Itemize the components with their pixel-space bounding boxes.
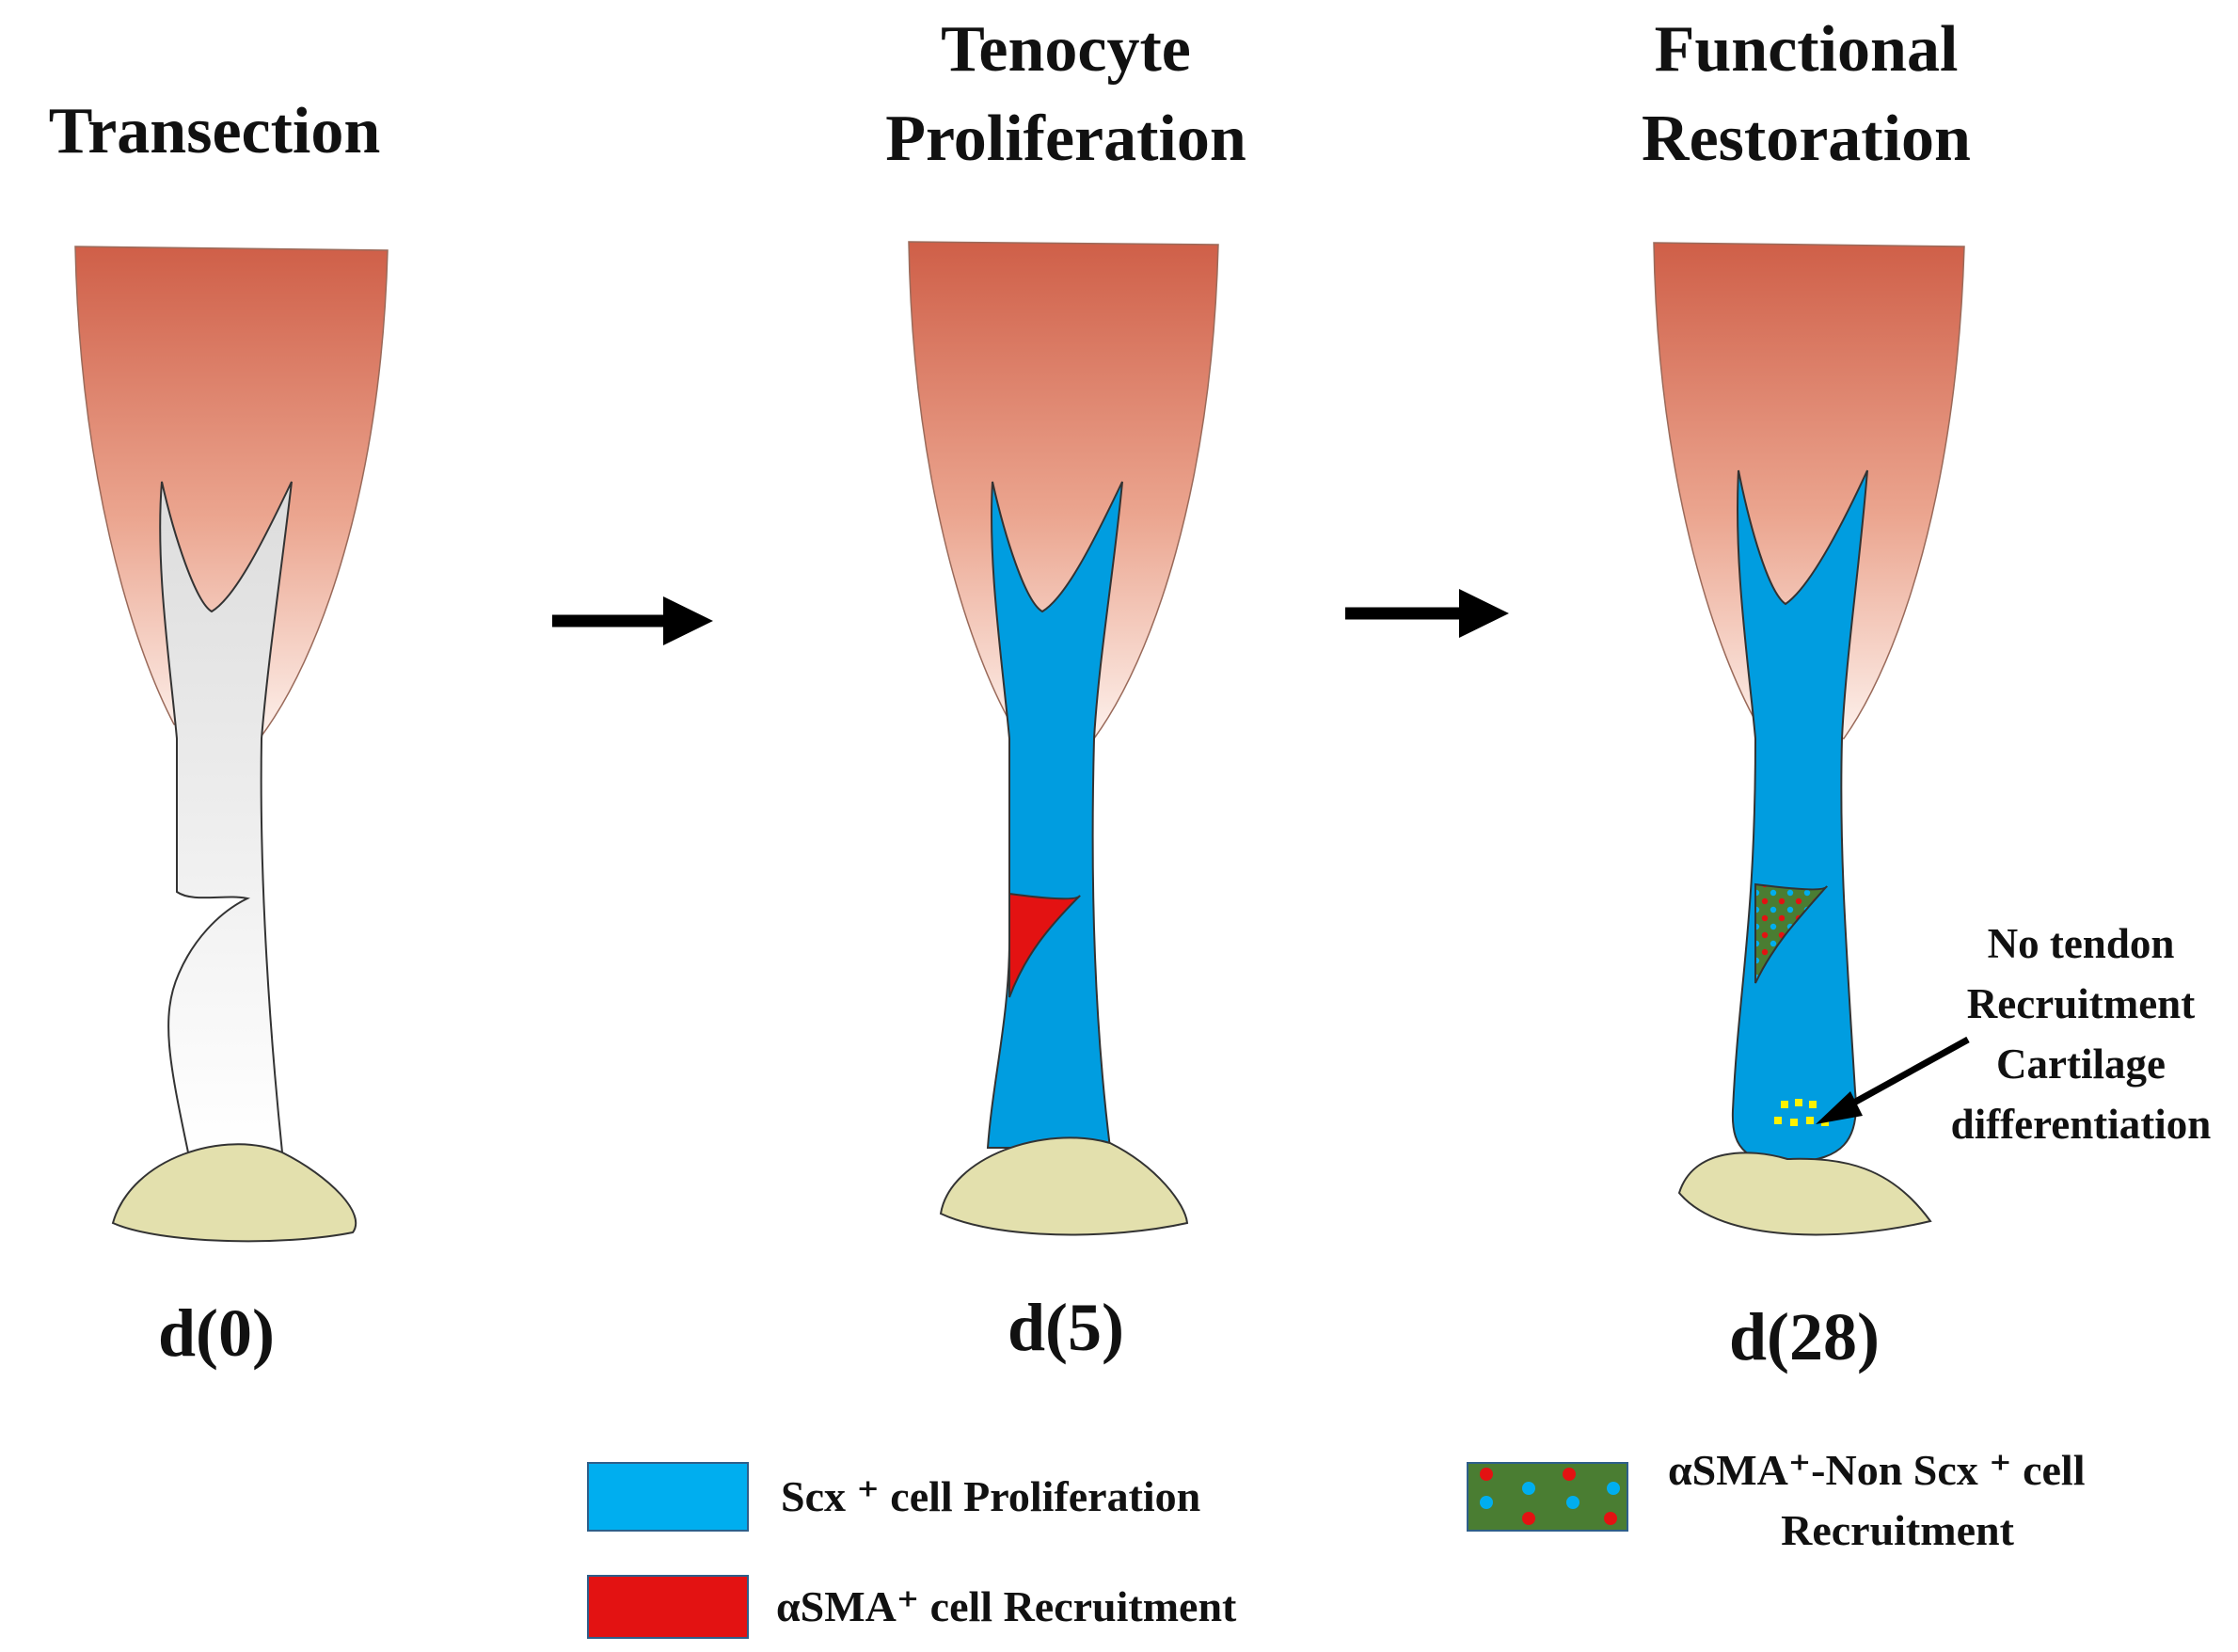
annotation-line-3: Cartilage	[1996, 1040, 2166, 1088]
day-label-28: d(28)	[1729, 1299, 1880, 1374]
stage-title-line-1: Tenocyte	[941, 13, 1191, 86]
stage-title-line-2: Restoration	[1642, 103, 1971, 175]
stage-functional-restoration: Functional Restoration No tendon Recruit…	[1642, 13, 2211, 1374]
legend-item-asma-recruitment: αSMA⁺ cell Recruitment	[587, 1575, 1237, 1639]
stage-transection: Transection d(0)	[49, 95, 389, 1371]
muscle-belly	[1653, 242, 1965, 739]
legend-label-mixed-1: αSMA⁺-Non Scx ⁺ cell	[1668, 1446, 2085, 1494]
progression-arrow	[552, 596, 713, 645]
annotation-line-2: Recruitment	[1967, 980, 2195, 1027]
legend-label-scx: Scx ⁺ cell Proliferation	[781, 1472, 1200, 1520]
stage-title-line-1: Functional	[1655, 13, 1959, 86]
transected-tendon	[159, 481, 293, 1153]
annotation-line-1: No tendon	[1988, 920, 2175, 967]
stage-title-line-2: Proliferation	[885, 103, 1246, 175]
asma-non-scx-region	[1754, 882, 1828, 984]
annotation-line-4: differentiation	[1951, 1101, 2212, 1148]
legend-item-scx-proliferation: Scx ⁺ cell Proliferation	[587, 1462, 1200, 1532]
legend: Scx ⁺ cell Proliferation αSMA⁺ cell Recr…	[587, 1446, 2085, 1639]
bone	[111, 1143, 357, 1243]
stage-tenocyte-proliferation: Tenocyte Proliferation d(5)	[885, 13, 1246, 1365]
legend-swatch-red	[587, 1575, 749, 1639]
annotation-arrow	[1816, 1036, 1970, 1124]
stage-title-transection: Transection	[49, 95, 381, 167]
day-label-5: d(5)	[1008, 1290, 1124, 1365]
legend-swatch-blue	[587, 1462, 749, 1532]
asma-recruitment-region	[1008, 892, 1081, 998]
day-label-0: d(0)	[158, 1295, 275, 1371]
progression-arrow	[1345, 589, 1509, 638]
legend-label-asma: αSMA⁺ cell Recruitment	[776, 1582, 1237, 1630]
legend-swatch-mixed	[1467, 1462, 1628, 1532]
restored-tendon-scx	[1731, 469, 1868, 1164]
legend-label-mixed-2: Recruitment	[1781, 1506, 2014, 1554]
legend-item-asma-non-scx: αSMA⁺-Non Scx ⁺ cell Recruitment	[1467, 1446, 2085, 1554]
bone	[939, 1136, 1189, 1236]
legend-swatch-dots	[1480, 1468, 1620, 1525]
regenerating-tendon-scx	[986, 481, 1123, 1149]
bone	[1677, 1152, 1932, 1236]
